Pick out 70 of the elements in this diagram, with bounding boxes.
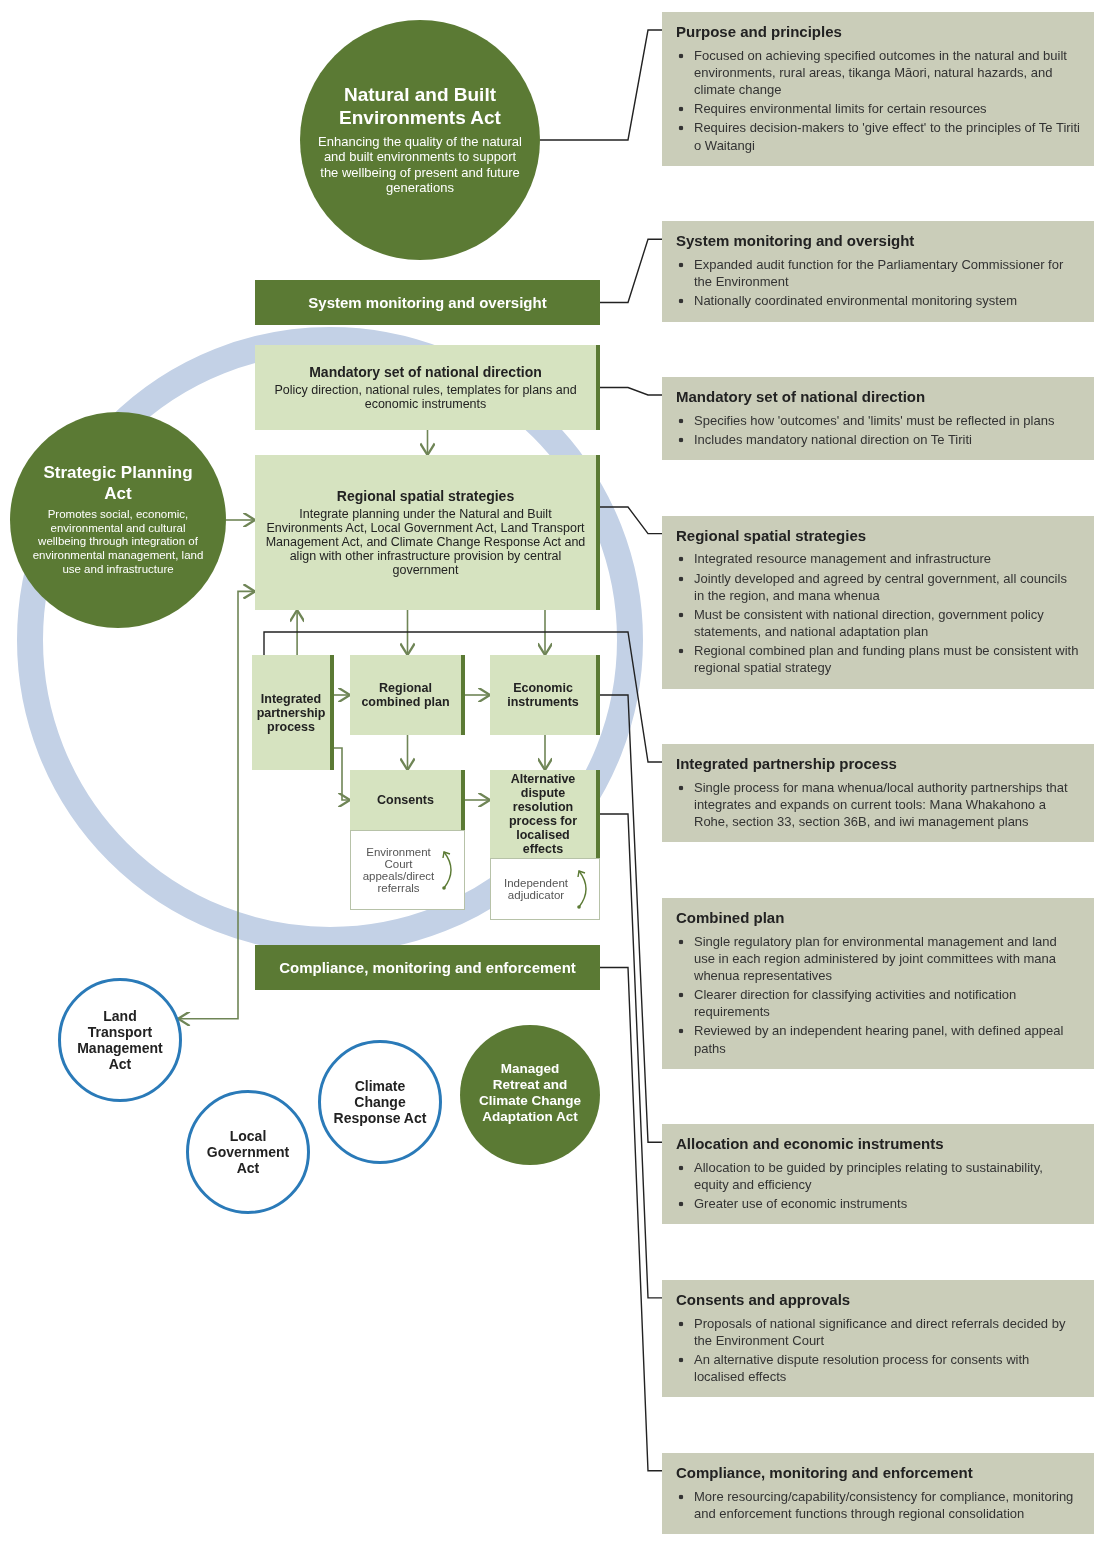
info-panel xyxy=(662,744,1094,843)
info-panel xyxy=(662,12,1094,166)
node-title: Independent adjudicator xyxy=(503,877,569,901)
node-title: Land Transport Management Act xyxy=(76,1008,164,1072)
node-title: Local Government Act xyxy=(205,1128,291,1176)
arrow xyxy=(177,583,257,1028)
leader-line xyxy=(599,238,663,304)
stage-bar xyxy=(255,945,600,990)
panel-heading: System monitoring and oversight xyxy=(676,231,916,252)
arrow xyxy=(536,734,554,772)
arrow xyxy=(225,511,257,529)
node-title: Climate Change Response Act xyxy=(332,1078,428,1126)
node-title: Environment Court appeals/direct referrals xyxy=(361,846,436,894)
panel-heading: Combined plan xyxy=(676,907,786,928)
arrow xyxy=(536,609,554,657)
panel-heading: Compliance, monitoring and enforcement xyxy=(676,1462,974,1483)
node-title: Mandatory set of national direction xyxy=(309,364,542,380)
node-text: Policy direction, national rules, templates for plans and economic instruments xyxy=(273,383,578,411)
node-title: Compliance, monitoring and enforcement xyxy=(279,959,576,976)
note-box xyxy=(350,830,465,910)
process-box xyxy=(255,345,600,430)
node-title: Integrated partnership process xyxy=(256,691,326,734)
node-title: Regional spatial strategies xyxy=(336,488,515,504)
arrow xyxy=(333,686,352,704)
node-text: Promotes social, economic, environmental and cultural wellbeing through integration of environmental management, land use and infrastructure xyxy=(31,507,205,577)
stage-bar xyxy=(255,280,600,325)
leader-line xyxy=(599,966,663,1472)
panel-heading: Mandatory set of national direction xyxy=(676,387,927,407)
panel-heading: Allocation and economic instruments xyxy=(676,1134,945,1154)
process-box xyxy=(255,455,600,610)
arrow xyxy=(333,747,352,809)
process-box xyxy=(490,655,600,735)
leader-line xyxy=(599,506,663,535)
arrow xyxy=(419,429,436,457)
process-box xyxy=(252,655,334,770)
arrow xyxy=(464,791,492,809)
panel-heading: Purpose and principles xyxy=(676,22,843,42)
process-box xyxy=(350,655,465,735)
info-panel xyxy=(662,515,1094,689)
panel-heading: Integrated partnership process xyxy=(676,754,898,774)
node-title: Economic instruments xyxy=(506,681,580,709)
node-title: Consents xyxy=(377,793,434,807)
panel-heading: Consents and approvals xyxy=(676,1289,852,1310)
arrow xyxy=(399,609,416,657)
info-panel xyxy=(662,897,1094,1069)
panel-heading: Regional spatial strategies xyxy=(676,525,868,546)
leader-line xyxy=(599,386,663,396)
arrow xyxy=(464,686,492,704)
leader-line xyxy=(599,813,663,1299)
leader-line xyxy=(599,694,663,1143)
node-title: Strategic Planning Act xyxy=(42,463,194,504)
leader-line xyxy=(539,29,663,141)
node-title: System monitoring and oversight xyxy=(308,294,547,311)
leader-line xyxy=(263,631,663,763)
info-panel xyxy=(662,1279,1094,1398)
arrow xyxy=(288,608,306,656)
node-title: Regional combined plan xyxy=(360,681,451,709)
process-box xyxy=(490,770,600,858)
note-box xyxy=(490,858,600,920)
node-title: Managed Retreat and Climate Change Adaptation Act xyxy=(478,1060,582,1126)
node-title: Alternative dispute resolution process for localised effects xyxy=(507,772,579,856)
node-text: Integrate planning under the Natural and Built Environments Act, Local Government Act, Land Transport Management Act, and Climate Change Response Act and align with other infrastructure provision by central government xyxy=(264,507,587,577)
info-panel xyxy=(662,377,1094,461)
info-panel xyxy=(662,1124,1094,1225)
node-text: Enhancing the quality of the natural and built environments to support the wellbeing of present and future generations xyxy=(318,133,522,196)
info-panel xyxy=(662,1452,1094,1534)
process-box xyxy=(350,770,465,830)
node-title: Natural and Built Environments Act xyxy=(338,84,502,130)
info-panel xyxy=(662,221,1094,322)
arrow xyxy=(399,734,416,772)
